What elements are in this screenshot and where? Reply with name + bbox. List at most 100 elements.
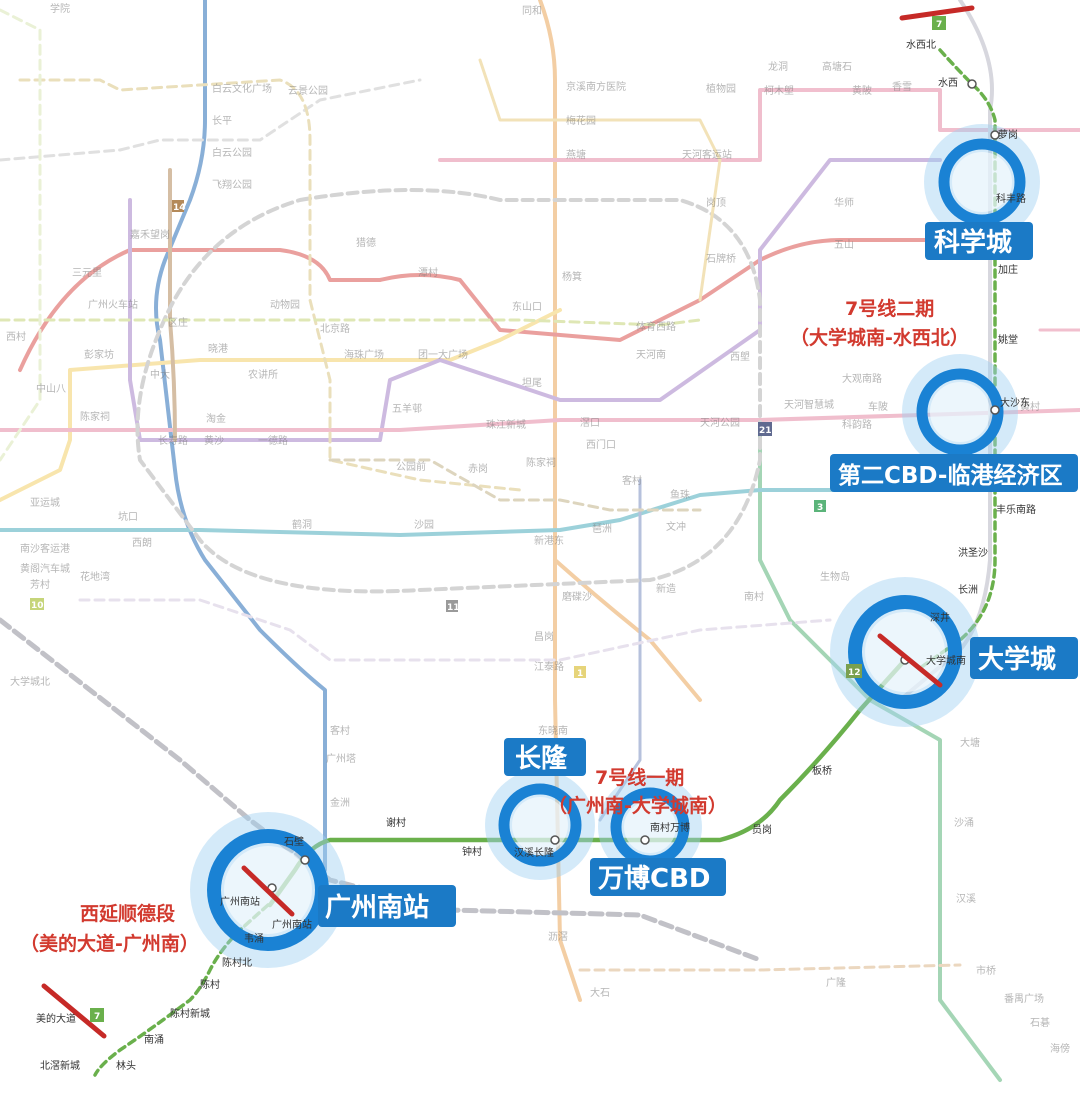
station-label: 陈家祠	[80, 410, 110, 423]
label-wanbo: 万博CBD	[598, 864, 710, 894]
annotation-west-range: （美的大道-广州南）	[20, 932, 199, 955]
station-chencunxincheng: 陈村新城	[170, 1007, 210, 1020]
station-daxuechengnan: 大学城南	[926, 654, 966, 667]
label-cbd2: 第二CBD-临港经济区	[838, 462, 1062, 489]
station-label: 新造	[656, 582, 676, 595]
terminus-bar-guangzhounan	[241, 865, 295, 917]
station-label: 天河南	[636, 348, 666, 361]
line-1-track	[0, 308, 562, 502]
terminus-bar-daxuechengnan	[877, 633, 943, 688]
station-hongshengsha: 洪圣沙	[958, 547, 988, 559]
station-label: 江泰路	[534, 660, 564, 673]
station-label: 白云文化广场	[212, 82, 272, 95]
station-label: 汉溪	[956, 893, 976, 905]
line-11-loop-track	[135, 188, 762, 594]
label-box-changlong	[504, 738, 586, 776]
station-label: 动物园	[270, 298, 300, 311]
ring-daxuecheng	[848, 595, 962, 709]
station-lintou: 林头	[116, 1059, 136, 1072]
highlight-rings	[190, 124, 1040, 968]
station-label: 区庄	[168, 316, 188, 329]
station-label: 北京路	[320, 322, 350, 335]
station-changzhou: 长洲	[958, 584, 978, 596]
line-12b-track	[328, 458, 702, 512]
station-label: 滘口	[580, 417, 600, 429]
line-3-track	[538, 0, 582, 1002]
station-beijiaoxincheng: 北滘新城	[40, 1059, 80, 1072]
label-box-daxuecheng	[970, 637, 1078, 679]
station-label: 长平	[212, 115, 232, 127]
station-label: 香雪	[892, 81, 912, 93]
station-hanxichanglong: 汉溪长隆	[514, 846, 554, 859]
station-label: 大塘	[960, 736, 980, 749]
station-label: 广隆	[826, 976, 846, 989]
badge-line3	[814, 500, 826, 512]
station-label: 京溪南方医院	[566, 80, 626, 93]
station-label: 高塘石	[822, 60, 852, 73]
label-box-guangzhounan	[318, 885, 456, 927]
badge-line10	[30, 598, 44, 610]
station-dashadong: 大沙东	[1000, 396, 1030, 409]
station-label: 梅花园	[566, 114, 596, 127]
station-label: 一德路	[258, 434, 288, 447]
ring-changlong	[498, 783, 582, 867]
station-label: 石牌桥	[706, 252, 736, 265]
label-guangzhounan: 广州南站	[325, 893, 429, 923]
terminus-bar-shuixibei	[899, 5, 975, 21]
station-banqiao: 板桥	[812, 764, 832, 777]
line-28-track	[578, 963, 962, 972]
station-fenglenanlu: 丰乐南路	[996, 503, 1036, 516]
label-box-cbd2	[830, 454, 1078, 492]
station-label: 五羊邨	[392, 402, 422, 415]
badge-line12-text: 12	[848, 668, 861, 678]
station-label: 白云公园	[212, 146, 252, 159]
line-5-track	[18, 238, 942, 372]
station-label: 天河智慧城	[784, 398, 834, 411]
station-dot	[967, 79, 977, 89]
station-label: 琶洲	[592, 523, 612, 535]
station-label: 晓港	[208, 343, 228, 355]
line-7-east-track	[478, 58, 722, 302]
station-label: 沥滘	[548, 931, 568, 943]
station-label: 东山口	[512, 300, 542, 313]
line-3-branch-track	[553, 558, 702, 702]
badge-line14-text: 14	[173, 203, 186, 213]
station-label: 科韵路	[842, 418, 872, 431]
station-luogang: 萝岗	[998, 129, 1018, 141]
label-changlong: 长隆	[515, 744, 568, 774]
station-label: 客村	[622, 474, 642, 487]
annotation-west-title: 西延顺德段	[80, 902, 176, 925]
station-label: 中山八	[36, 382, 66, 395]
background-station-labels: 学院 白云文化广场 云景公园 同和 京溪南方医院 梅花园 燕塘 天河客运站 龙洞…	[6, 2, 1070, 1055]
station-label: 天河公园	[700, 417, 740, 429]
station-label: 淘金	[206, 412, 226, 425]
station-label: 黄村	[1020, 400, 1040, 413]
badge-line21	[758, 422, 772, 436]
station-label: 华师	[834, 196, 854, 209]
station-label: 三元里	[72, 267, 102, 279]
line-badges: 7 7 12 21 11 14 1 10 3	[30, 16, 946, 1022]
station-label: 西朗	[132, 537, 152, 549]
station-kefenglu: 科丰路	[996, 192, 1026, 205]
annotation-phase2-range: （大学城南-水西北）	[790, 326, 969, 349]
station-label: 车陂	[868, 400, 888, 413]
station-label: 杨箕	[562, 270, 582, 283]
badge-line21-text: 21	[759, 426, 772, 436]
station-label: 同和	[522, 5, 542, 17]
station-nancunwanbo: 南村万博	[650, 821, 690, 834]
station-label: 飞翔公园	[212, 178, 252, 191]
badge-line3-text: 3	[817, 503, 823, 513]
line-21b-track	[438, 88, 1080, 162]
station-label: 南沙客运港	[20, 542, 70, 555]
station-guangzhounan-b: 广州南站	[272, 918, 312, 931]
label-box-wanbo	[590, 858, 726, 896]
terminus-bar-meididadao	[41, 983, 107, 1039]
station-label: 黄陂	[852, 84, 872, 97]
badge-line11	[446, 600, 458, 612]
annotations: 7号线二期 （大学城南-水西北） 7号线一期 （广州南-大学城南） 西延顺德段 …	[20, 297, 969, 955]
station-label: 云景公园	[288, 85, 328, 97]
station-label: 嘉禾望岗	[130, 228, 170, 241]
label-daxuecheng: 大学城	[978, 644, 1056, 675]
